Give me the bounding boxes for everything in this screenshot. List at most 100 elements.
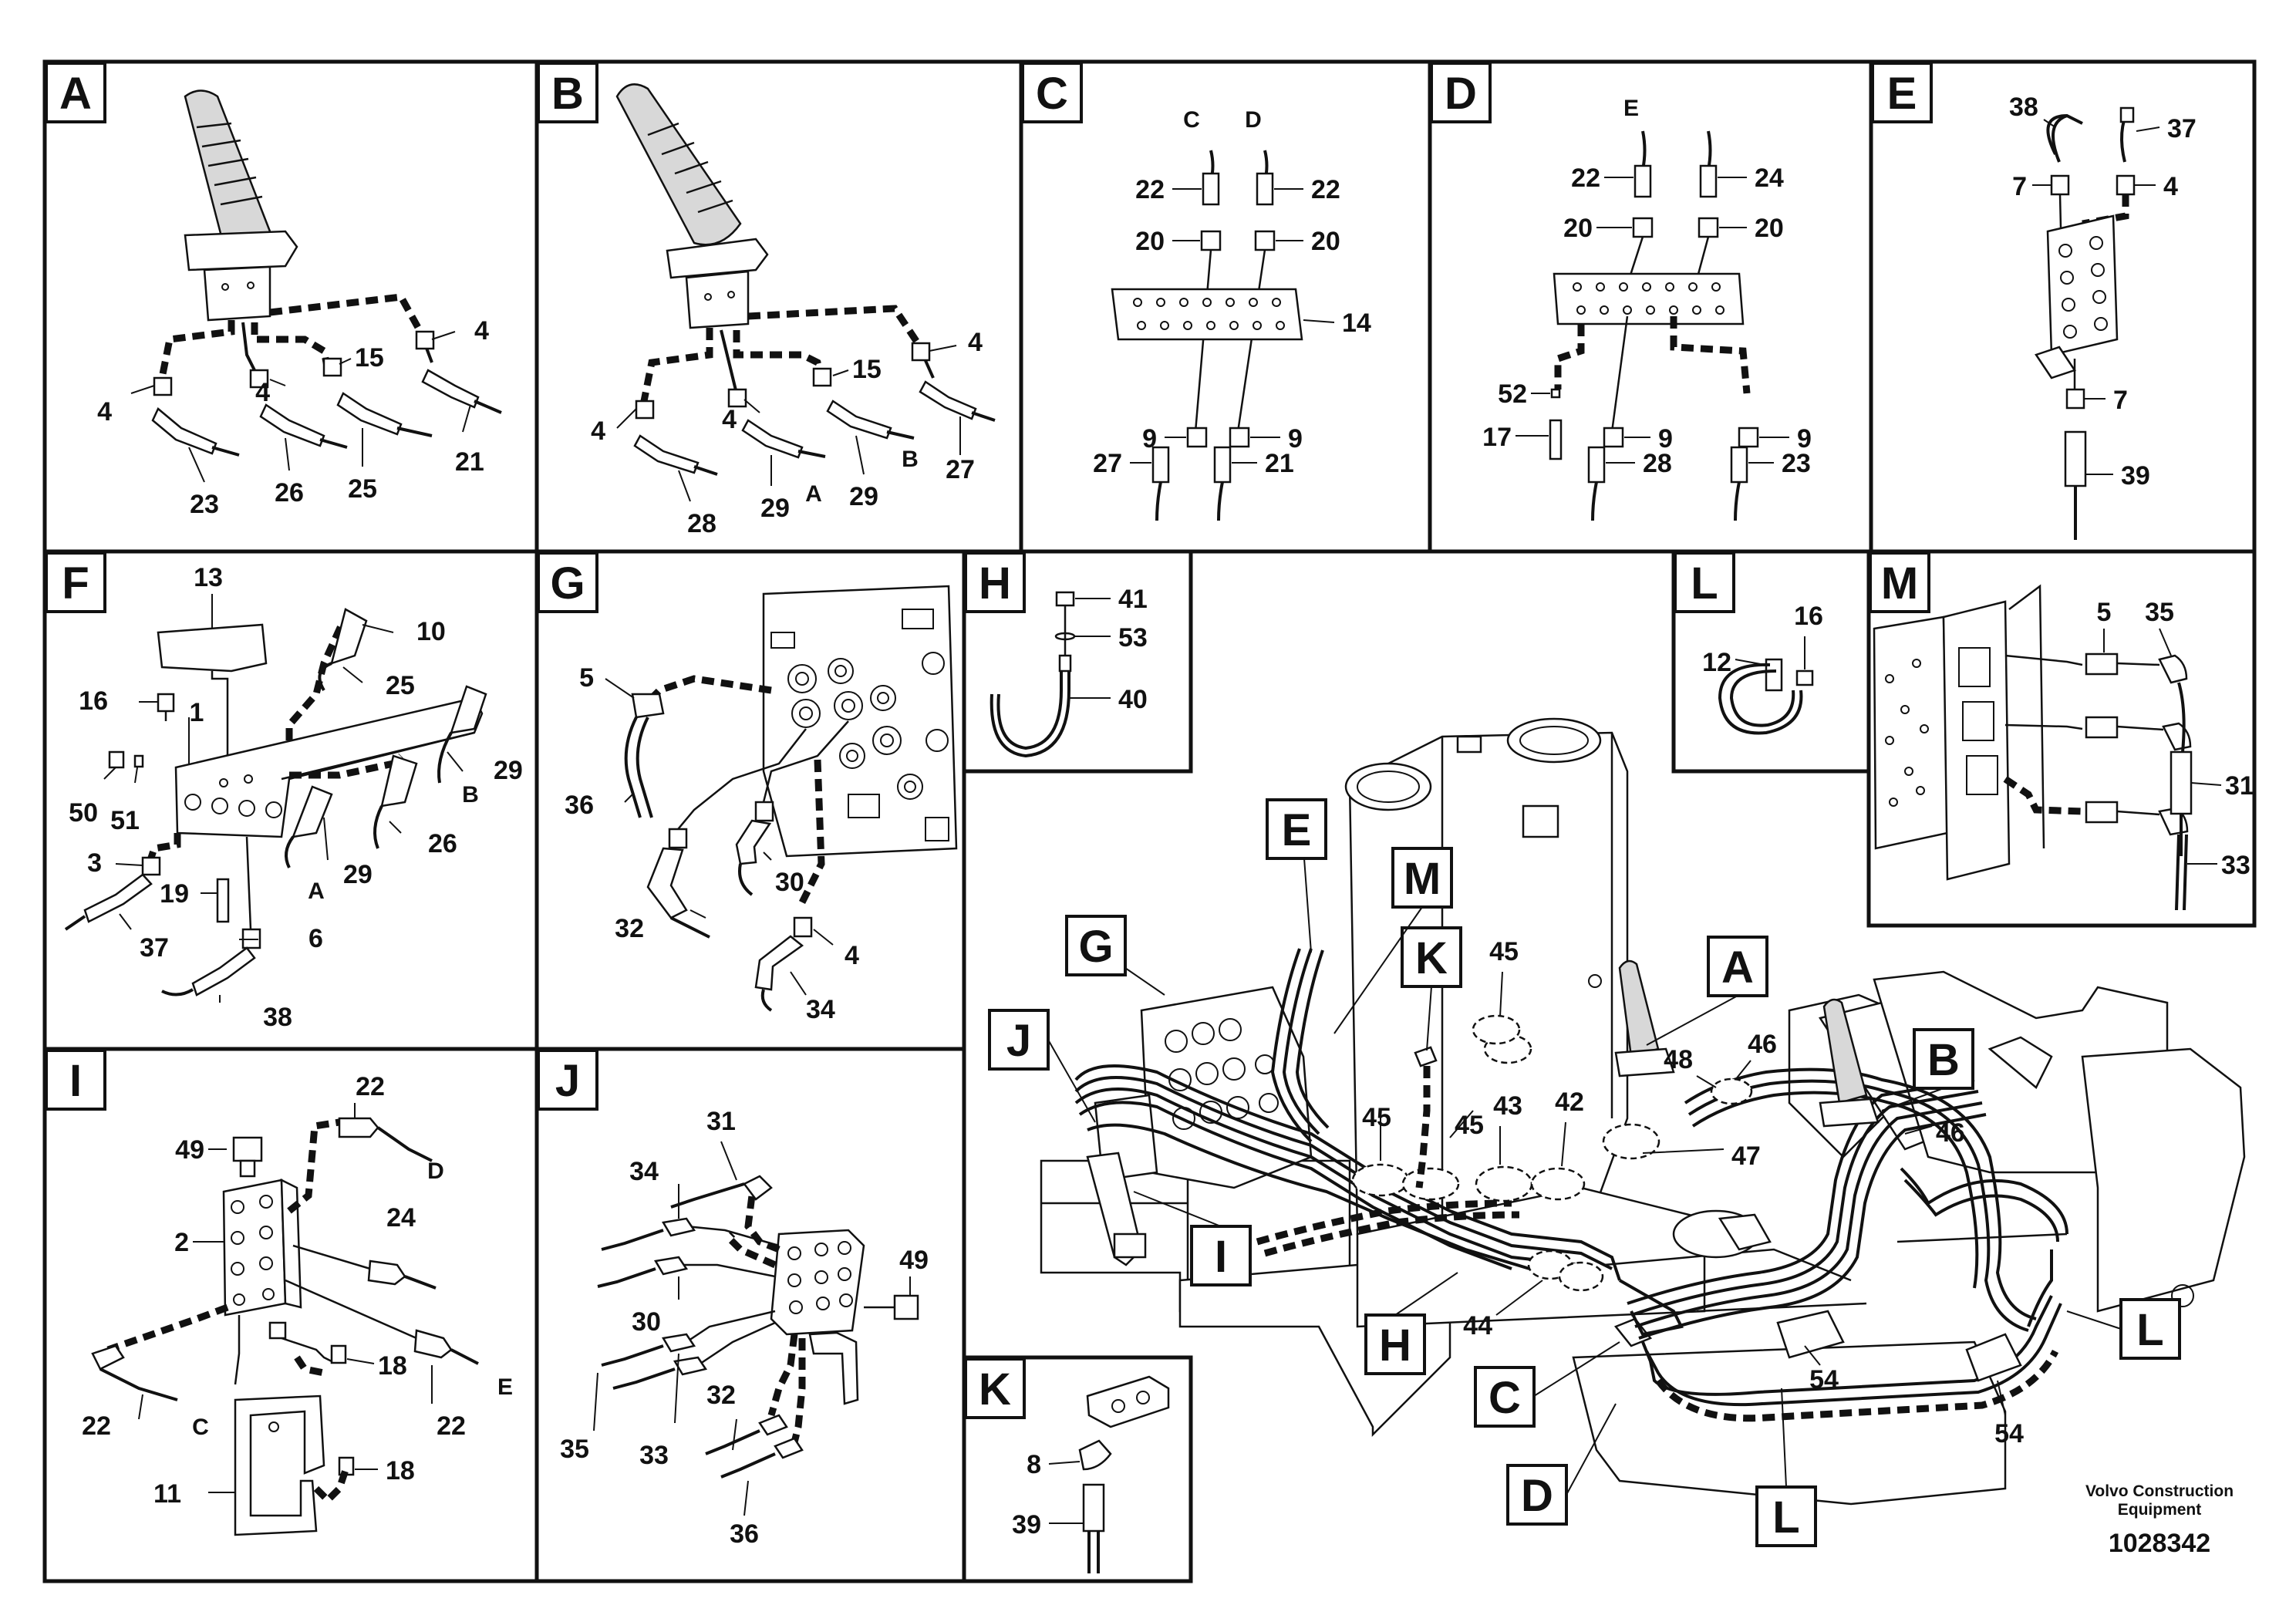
panel-d-callout-24: 24 — [1755, 164, 1784, 193]
overview-tag-h: H — [1379, 1320, 1411, 1371]
panel-c-drawing: C D 22 22 20 20 14 9 9 27 21 — [1093, 107, 1371, 521]
panel-k-drawing: 8 39 — [1012, 1375, 1170, 1573]
panel-f-label-a: A — [308, 878, 325, 904]
panel-l-callout-12: 12 — [1702, 648, 1731, 677]
panel-g-callout-36: 36 — [565, 791, 594, 820]
panel-f-callout-29-right: 29 — [494, 756, 523, 785]
panel-frames — [42, 59, 2257, 1583]
overview-callout-46-right: 46 — [1936, 1118, 1965, 1148]
panel-f-label-b: B — [462, 782, 479, 808]
panel-f-callout-13: 13 — [194, 563, 223, 592]
panel-b-label-b: B — [902, 447, 919, 472]
panel-a-callout-4-left: 4 — [97, 397, 112, 427]
panel-g-callout-30: 30 — [775, 868, 804, 897]
panel-d-callout-23: 23 — [1782, 449, 1811, 478]
brand-line-1: Volvo Construction — [2085, 1482, 2234, 1500]
panel-d-callout-22: 22 — [1571, 164, 1600, 193]
overview-callout-54-mid: 54 — [1809, 1365, 1839, 1394]
panel-f-callout-3: 3 — [87, 848, 102, 878]
panel-b-callout-4-left: 4 — [591, 416, 605, 446]
panel-d-callout-17: 17 — [1482, 423, 1512, 452]
panel-g-callout-4: 4 — [845, 941, 859, 970]
footer-brand: Volvo Construction Equipment 1028342 — [2085, 1482, 2234, 1558]
panel-f-callout-19: 19 — [160, 879, 189, 909]
panel-b-callout-27: 27 — [946, 455, 975, 484]
panel-c-callout-9-left: 9 — [1142, 424, 1157, 454]
machine-overview-drawing: E M G K A J B I H C L D L 45 45 43 42 48… — [988, 717, 2246, 1547]
panel-c-callout-22-left: 22 — [1135, 175, 1165, 204]
panel-c-callout-20-right: 20 — [1311, 227, 1340, 256]
overview-callout-43: 43 — [1493, 1091, 1522, 1121]
panel-c-label-c: C — [1183, 107, 1200, 133]
panel-i-label-c: C — [192, 1415, 209, 1440]
panel-g-callout-5: 5 — [579, 663, 594, 693]
panel-i-drawing: 22 49 24 2 18 22 22 18 11 D C E — [82, 1072, 513, 1536]
panel-c-callout-27: 27 — [1093, 449, 1122, 478]
panel-m-callout-35: 35 — [2145, 598, 2174, 627]
panel-f-callout-25: 25 — [386, 671, 415, 700]
panel-m-callout-31: 31 — [2225, 771, 2254, 801]
overview-callout-48: 48 — [1664, 1045, 1693, 1074]
panel-d-drawing: E 22 24 20 20 52 9 9 17 28 23 — [1482, 96, 1812, 521]
panel-f-letter: F — [62, 558, 89, 609]
panel-letter-tags: A B C D E F G H L M I J K — [45, 62, 1933, 1419]
overview-tag-a: A — [1721, 943, 1754, 993]
panel-c-callout-14: 14 — [1342, 309, 1371, 338]
panel-b-callout-4-mid: 4 — [722, 405, 737, 434]
panel-l-callout-16: 16 — [1794, 602, 1823, 631]
panel-f-callout-6: 6 — [308, 924, 323, 953]
panel-e-callout-39: 39 — [2121, 461, 2150, 491]
panel-d-callout-52: 52 — [1498, 379, 1527, 409]
panel-c-callout-9-right: 9 — [1288, 424, 1303, 454]
overview-callout-42: 42 — [1555, 1088, 1584, 1117]
panel-a-callout-25: 25 — [348, 474, 377, 504]
panel-k-letter: K — [979, 1364, 1011, 1415]
panel-j-callout-30: 30 — [632, 1307, 661, 1337]
panel-c-label-d: D — [1245, 107, 1262, 133]
panel-d-callout-9-left: 9 — [1658, 424, 1673, 454]
panel-d-callout-9-right: 9 — [1797, 424, 1812, 454]
panel-j-callout-35: 35 — [560, 1435, 589, 1464]
panel-j-callout-34: 34 — [629, 1157, 659, 1186]
panel-d-letter: D — [1445, 69, 1477, 119]
panel-f-drawing: 13 10 16 25 1 29 50 51 26 3 29 19 6 37 3… — [64, 563, 523, 1032]
panel-b-callout-29-b: 29 — [849, 482, 878, 511]
panel-j-callout-49: 49 — [899, 1246, 929, 1275]
overview-tag-c: C — [1489, 1373, 1521, 1423]
panel-b-drawing: 4 15 4 4 27 28 29 29 A B — [591, 83, 996, 538]
panel-f-callout-51: 51 — [110, 806, 140, 835]
panel-e-callout-4: 4 — [2163, 172, 2178, 201]
panel-b-callout-29-a: 29 — [760, 494, 790, 523]
panel-e-callout-37: 37 — [2167, 114, 2197, 143]
panel-f-callout-26: 26 — [428, 829, 457, 858]
panel-b-label-a: A — [805, 481, 822, 507]
overview-callout-47: 47 — [1731, 1141, 1761, 1171]
panel-i-callout-49: 49 — [175, 1135, 204, 1165]
panel-j-callout-32: 32 — [706, 1381, 736, 1410]
panel-f-callout-29-bottom: 29 — [343, 860, 373, 889]
panel-f-callout-16: 16 — [79, 686, 108, 716]
overview-tag-l-bottom: L — [1772, 1492, 1799, 1543]
overview-callout-54-right: 54 — [1994, 1419, 2024, 1448]
panel-d-callout-20-left: 20 — [1563, 214, 1593, 243]
panel-i-callout-22-top: 22 — [356, 1072, 385, 1101]
panel-i-label-d: D — [427, 1158, 444, 1184]
panel-h-drawing: 41 53 40 — [990, 585, 1148, 758]
overview-callout-45-top: 45 — [1489, 937, 1519, 966]
panel-d-callout-28: 28 — [1643, 449, 1672, 478]
panel-h-callout-41: 41 — [1118, 585, 1148, 614]
panel-l-drawing: 16 12 — [1702, 602, 1823, 735]
panel-e-callout-7-bottom: 7 — [2113, 386, 2128, 415]
panel-f-callout-50: 50 — [69, 798, 98, 828]
panel-b-callout-15: 15 — [852, 355, 882, 384]
panel-i-callout-2: 2 — [174, 1228, 189, 1257]
panel-j-callout-33: 33 — [639, 1441, 669, 1470]
overview-callout-46-top: 46 — [1748, 1030, 1777, 1059]
panel-j-callout-36: 36 — [730, 1519, 759, 1549]
document-number: 1028342 — [2109, 1529, 2210, 1558]
overview-tag-e: E — [1282, 805, 1312, 855]
panel-j-letter: J — [555, 1056, 580, 1106]
panel-a-letter: A — [59, 69, 92, 119]
panel-f-callout-37: 37 — [140, 933, 169, 963]
overview-tag-m: M — [1404, 854, 1441, 904]
